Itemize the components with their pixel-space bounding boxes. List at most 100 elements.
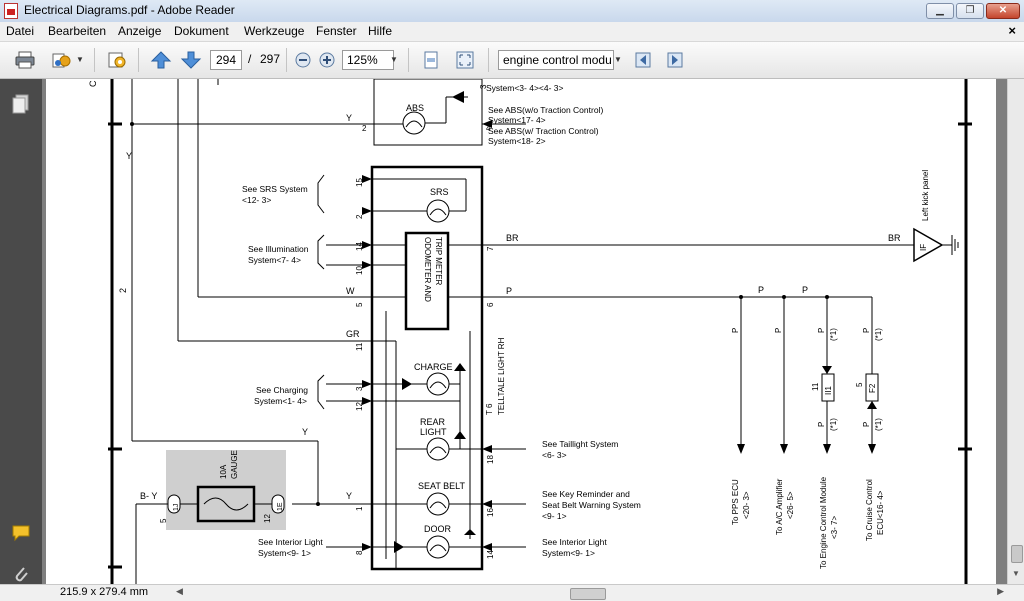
taillight-ref-line2: <6- 3> [542,450,567,460]
menu-bearbeiten[interactable]: Bearbeiten [48,24,107,38]
search-dropdown-icon[interactable]: ▼ [614,55,622,64]
taillight-ref-line1: See Taillight System [542,439,618,449]
interior-left-ref-line1: See Interior Light [258,537,323,547]
toolbar-separator [138,48,139,72]
menu-hilfe[interactable]: Hilfe [368,24,393,38]
pages-panel-icon[interactable] [10,93,32,115]
seat-belt-label: SEAT BELT [418,481,466,491]
maximize-button[interactable]: ❐ [956,3,984,19]
star1-ecm-low: (*1) [829,418,838,431]
meter-pin-14-right: 14 [486,550,495,559]
illumination-ref-line1: See Illumination [248,244,309,254]
fuse-pin-1e: 1E [277,502,284,511]
wire-b-y: B- Y [140,491,157,501]
search-input[interactable]: engine control modu [498,50,614,70]
page-size-label: 215.9 x 279.4 mm [60,586,149,598]
dest-cruise-line1: To Cruise Control [865,479,874,541]
dest-ecm-line2: <3- 7> [830,516,839,539]
full-screen-icon[interactable] [454,50,476,70]
side-label-2: 2 [118,288,128,293]
page-total: 297 [260,52,281,66]
vertical-scrollbar[interactable]: ▼ [1007,79,1024,584]
key-reminder-ref-line3: <9- 1> [542,511,567,521]
meter-pin-12: 12 [355,402,364,411]
wire-br-right: BR [888,233,901,243]
menu-dokument[interactable]: Dokument [174,24,229,38]
menu-datei[interactable]: Datei [6,24,35,38]
rear-light-label-line2: LIGHT [420,427,447,437]
wiring-diagram: ABS System<3- 4><4- 3> See ABS(w/o Tract… [88,79,972,584]
minimize-button[interactable]: ▁ [926,3,954,19]
document-canvas[interactable]: ABS System<3- 4><4- 3> See ABS(w/o Tract… [42,79,1007,584]
previous-page-icon[interactable] [150,50,172,70]
page-number-input[interactable]: 294 [210,50,242,70]
ground-code: IF [919,244,928,251]
dest-cruise-line2: ECU<16- 4> [876,490,885,535]
interior-right-ref-line1: See Interior Light [542,537,607,547]
charge-lamp-label: CHARGE [414,362,453,372]
menu-fenster[interactable]: Fenster [316,24,357,38]
scroll-right-icon[interactable]: ▶ [997,586,1004,596]
status-bar: 215.9 x 279.4 mm ◀ ▶ [0,584,1024,601]
illumination-ref-line2: System<7- 4> [248,255,301,265]
close-window-button[interactable]: ✕ [986,3,1020,19]
fuse-name: GAUGE [230,450,239,479]
srs-lamp-label: SRS [430,187,449,197]
horizontal-scroll-thumb[interactable] [570,588,606,600]
menu-anzeige[interactable]: Anzeige [118,24,162,38]
wire-y-left: Y [126,151,132,161]
close-document-button[interactable]: × [1008,23,1016,38]
wire-y-fuse: Y [302,427,308,437]
dest-pps-line2: <20- 3> [742,491,751,519]
conn-ii1: II1 [824,386,833,395]
menu-werkzeuge[interactable]: Werkzeuge [244,24,305,38]
vertical-scroll-thumb[interactable] [1011,545,1023,563]
share-dropdown-icon[interactable]: ▼ [76,55,84,64]
zoom-dropdown-icon[interactable]: ▼ [390,55,398,64]
fuse-pin-5: 5 [159,518,168,523]
conn-pin-5: 5 [855,382,864,387]
find-next-icon[interactable] [664,50,686,70]
wire-y-top: Y [346,113,352,123]
meter-pin-11: 11 [355,342,364,351]
star1-cruise-top: (*1) [874,328,883,341]
scroll-left-icon[interactable]: ◀ [176,586,183,596]
wire-gr: GR [346,329,360,339]
fit-page-icon[interactable] [420,50,442,70]
settings-icon[interactable] [106,50,128,70]
interior-left-ref-line2: System<9- 1> [258,548,311,558]
wire-p-junction1: P [758,285,764,295]
charging-ref-line1: See Charging [256,385,308,395]
print-icon[interactable] [14,50,36,70]
meter-pin-14: 14 [355,242,364,251]
abs-ref-wo-line1: See ABS(w/o Traction Control) [488,105,603,115]
pdf-app-icon [4,3,18,19]
zoom-level-select[interactable]: 125% [342,50,394,70]
srs-ref-line2: <12- 3> [242,195,271,205]
pdf-page: ABS System<3- 4><4- 3> See ABS(w/o Tract… [46,79,996,584]
comment-icon[interactable] [10,522,32,544]
scroll-down-icon[interactable]: ▼ [1012,569,1020,578]
dest-ac-line1: To A/C Amplifier [775,478,784,535]
wire-p-pps: P [731,328,740,333]
zoom-in-icon[interactable] [316,50,338,70]
wire-p-ac: P [774,328,783,333]
menu-bar: Datei Bearbeiten Anzeige Dokument Werkze… [0,22,1024,42]
attachment-icon[interactable] [10,563,32,585]
find-previous-icon[interactable] [632,50,654,70]
key-reminder-ref-line2: Seat Belt Warning System [542,500,641,510]
meter-pin-16: 16 [486,508,495,517]
toolbar: ▼ 294 / 297 125% ▼ [0,42,1024,79]
srs-ref-line1: See SRS System [242,184,308,194]
share-icon[interactable] [50,50,72,70]
wire-p-cruise-low: P [862,422,871,427]
horizontal-scrollbar[interactable]: ◀ ▶ [176,586,1006,600]
title-bar: Electrical Diagrams.pdf - Adobe Reader ▁… [0,0,1024,23]
wire-y-seatbelt: Y [346,491,352,501]
next-page-icon[interactable] [180,50,202,70]
zoom-out-icon[interactable] [292,50,314,70]
page-separator: / [248,52,252,66]
wire-w: W [346,286,355,296]
abs-pin-3: 3 [479,84,488,89]
